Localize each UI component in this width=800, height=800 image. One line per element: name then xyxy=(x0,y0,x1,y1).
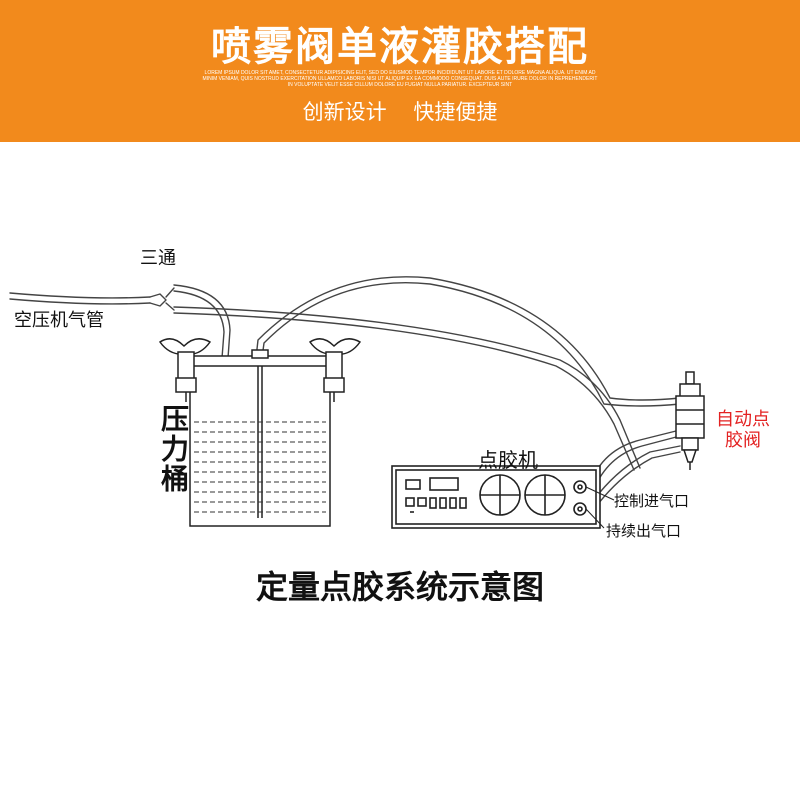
pressure-tank xyxy=(158,338,362,527)
continuous-outlet-label: 持续出气口 xyxy=(606,522,682,540)
header-banner: 喷雾阀单液灌胶搭配 LOREM IPSUM DOLOR SIT AMET, CO… xyxy=(0,0,800,142)
tee-label: 三通 xyxy=(140,248,176,269)
left-clamp xyxy=(158,338,212,402)
subtitle-convenience: 快捷便捷 xyxy=(413,100,498,124)
dispenser-label: 点胶机 xyxy=(478,448,538,472)
tee-fitting xyxy=(149,287,175,311)
control-inlet-label: 控制进气口 xyxy=(614,492,690,510)
valve-air-hose xyxy=(173,306,641,471)
tank-liquid xyxy=(194,421,326,513)
pressure-tank-label: 压力桶 xyxy=(157,404,190,494)
air-hose-label: 空压机气管 xyxy=(14,310,104,331)
dispenser-machine xyxy=(391,465,615,529)
valve-label: 自动点胶阀 xyxy=(716,409,770,451)
right-clamp xyxy=(308,338,362,402)
subtitle-innovation: 创新设计 xyxy=(302,100,387,124)
dial-left xyxy=(479,474,521,516)
diagram-caption: 定量点胶系统示意图 xyxy=(255,568,544,606)
fine-print: LOREM IPSUM DOLOR SIT AMET, CONSECTETUR … xyxy=(202,70,598,88)
page-title: 喷雾阀单液灌胶搭配 xyxy=(211,24,589,70)
tank-feed-hose xyxy=(173,284,231,359)
dial-right xyxy=(524,474,566,516)
dispensing-valve xyxy=(675,371,705,470)
fluid-hose xyxy=(255,276,681,407)
subtitle: 创新设计 快捷便捷 xyxy=(0,96,800,126)
air-hose-line xyxy=(9,292,151,305)
